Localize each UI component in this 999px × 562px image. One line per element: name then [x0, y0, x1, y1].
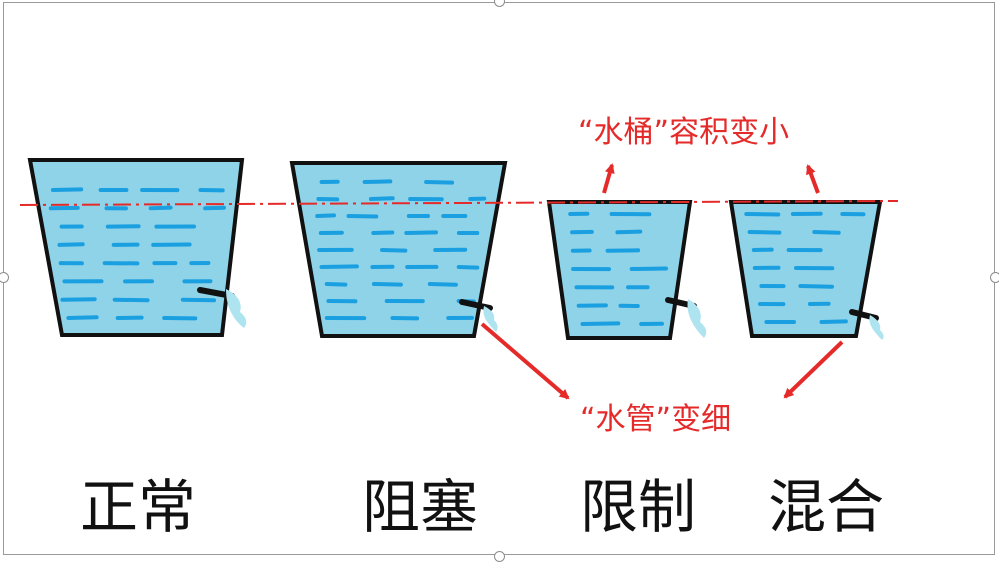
water-dash	[632, 269, 666, 270]
bucket-blocked	[292, 163, 505, 336]
water-dash	[60, 244, 83, 245]
water-dash	[382, 250, 405, 251]
water-dash	[459, 267, 478, 268]
water-stream	[688, 299, 707, 338]
water-dash	[430, 284, 456, 285]
arrow-pipe-from-mixed	[785, 342, 842, 397]
water-dash	[62, 299, 94, 300]
water-dash	[800, 286, 832, 287]
water-stream	[226, 289, 246, 328]
water-dash	[327, 284, 346, 285]
label-normal: 正常	[80, 478, 196, 536]
water-dash	[205, 208, 224, 209]
water-dash	[151, 208, 171, 209]
water-dash	[317, 215, 334, 216]
label-mixed: 混合	[768, 478, 884, 536]
arrow-to-bucket-label-left	[604, 165, 612, 193]
water-dash	[68, 317, 96, 318]
water-dash	[322, 266, 357, 267]
water-dash	[750, 232, 780, 233]
bucket-mixed	[731, 202, 884, 340]
label-blocked: 阻塞	[362, 478, 478, 536]
water-dash	[822, 321, 846, 322]
water-dash	[406, 232, 436, 233]
bucket-limited	[549, 202, 706, 338]
water-dash	[373, 233, 392, 234]
water-dash	[617, 232, 640, 233]
bucket-normal	[30, 160, 246, 335]
annotation-pipe-thinner: “水管”变细	[580, 405, 731, 435]
label-limited: 限制	[580, 478, 696, 536]
water-dash	[349, 216, 377, 217]
water-dash	[115, 300, 148, 301]
water-dash	[371, 198, 393, 199]
annotation-bucket-smaller: “水桶”容积变小	[578, 118, 789, 148]
bucket-body	[30, 160, 242, 335]
arrow-pipe-from-blocked	[482, 324, 568, 398]
water-dash	[374, 284, 401, 285]
bucket-body	[549, 202, 690, 338]
arrow-to-bucket-label-right	[808, 166, 818, 193]
water-dash	[365, 181, 391, 182]
water-dash	[746, 214, 778, 215]
water-dash	[53, 189, 81, 190]
water-dash	[426, 182, 452, 183]
water-dash	[583, 323, 619, 324]
water-dash	[814, 232, 838, 233]
water-dash	[183, 300, 214, 301]
